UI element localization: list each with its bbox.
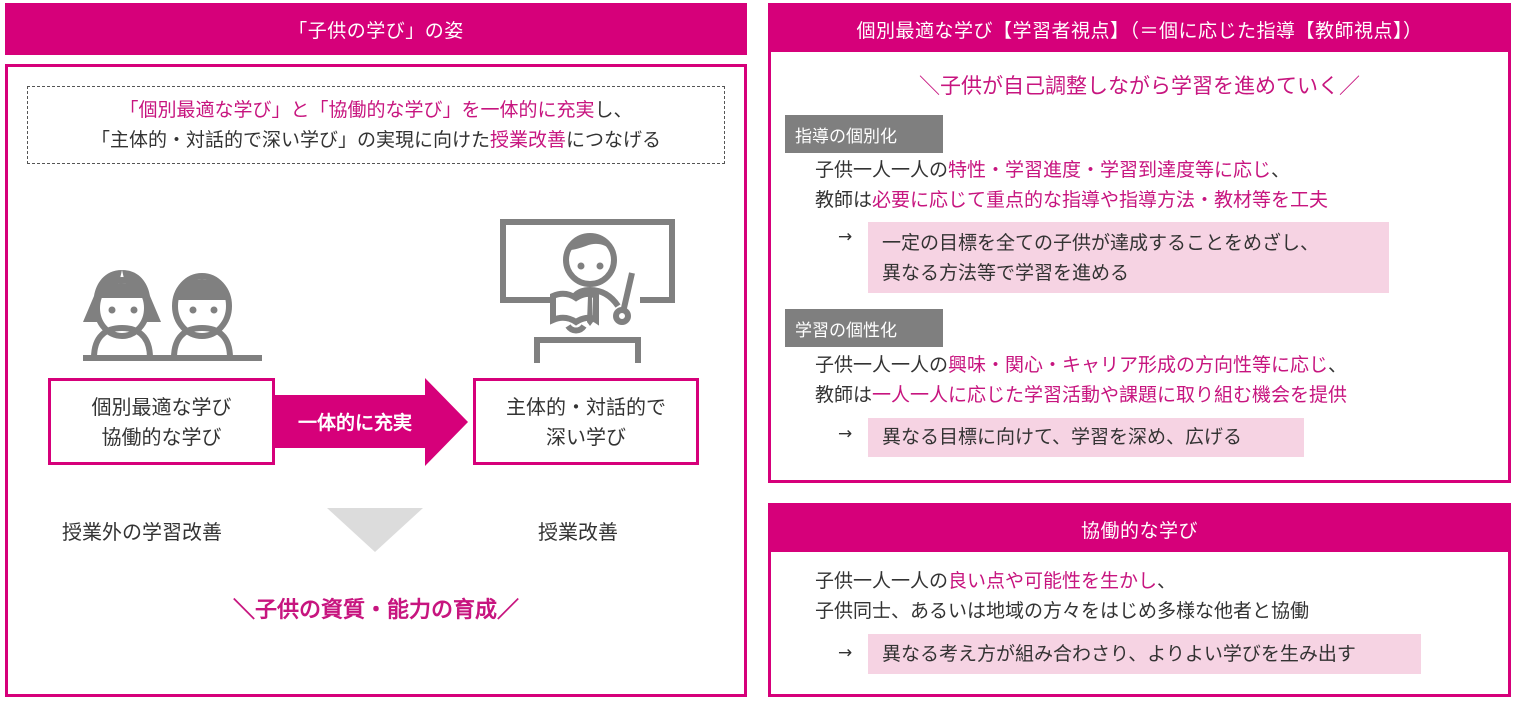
down-triangle-icon	[327, 508, 423, 552]
c-line-2: 子供同士、あるいは地域の方々をはじめ多様な他者と協働	[815, 596, 1309, 626]
text: 子供同士、あるいは地域の方々をはじめ多様な他者と協働	[815, 600, 1310, 622]
s1-line-2: 教師は必要に応じて重点的な指導や指導方法・教材等を工夫	[815, 185, 1328, 215]
arrow-label: 一体的に充実	[297, 412, 412, 434]
highlighted-text: 良い点や可能性を生かし	[948, 570, 1158, 592]
self-regulation-catchphrase: ＼子供が自己調整しながら学習を進めていく／	[919, 74, 1360, 98]
text: 「主体的・対話的で深い学び」の実現に向けた	[90, 129, 490, 151]
teacher-at-blackboard-icon	[500, 219, 675, 363]
summary-line-2: 「主体的・対話的で深い学び」の実現に向けた授業改善につなげる	[28, 125, 724, 155]
individualized-instruction-text: 子供一人一人の特性・学習進度・学習到達度等に応じ、 教師は必要に応じて重点的な指…	[815, 155, 1328, 215]
s2-line-1: 子供一人一人の興味・関心・キャリア形成の方向性等に応じ、	[815, 350, 1347, 380]
highlighted-text: 特性・学習進度・学習到達度等に応じ	[948, 159, 1272, 181]
text: 、	[1271, 159, 1291, 181]
collaborative-learning-label: 協働的な学び	[101, 424, 222, 449]
text: 子供一人一人の	[815, 159, 949, 181]
summary-line-1: 「個別最適な学び」と「協働的な学び」を一体的に充実し、	[28, 95, 724, 125]
collaborative-learning-header: 協働的な学び	[768, 503, 1511, 555]
deep-learning-line2: 深い学び	[546, 424, 626, 449]
summary-dashed-box: 「個別最適な学び」と「協働的な学び」を一体的に充実し、 「主体的・対話的で深い学…	[27, 86, 725, 164]
outside-class-label: 授業外の学習改善	[62, 520, 222, 544]
class-improvement-label: 授業改善	[538, 520, 618, 544]
highlighted-text: 必要に応じて重点的な指導や指導方法・教材等を工夫	[872, 189, 1329, 211]
personalized-learning-text: 子供一人一人の興味・関心・キャリア形成の方向性等に応じ、 教師は一人一人に応じた…	[815, 350, 1347, 410]
left-panel-header: 「子供の学び」の姿	[5, 3, 747, 55]
collaborative-learning-title: 協働的な学び	[1080, 519, 1198, 542]
individual-learning-header: 個別最適な学び【学習者視点】（＝個に応じた指導【教師視点】）	[768, 3, 1511, 55]
deep-learning-box: 主体的・対話的で 深い学び	[473, 378, 699, 465]
badge-personalized-learning: 学習の個性化	[785, 309, 943, 347]
text: 子供一人一人の	[815, 354, 949, 376]
individual-learning-title: 個別最適な学び【学習者視点】（＝個に応じた指導【教師視点】）	[856, 19, 1423, 42]
text: 、	[1157, 570, 1177, 592]
badge-individualized-instruction: 指導の個別化	[785, 115, 943, 153]
text: し、	[594, 99, 633, 121]
collaborative-learning-text: 子供一人一人の良い点や可能性を生かし、 子供同士、あるいは地域の方々をはじめ多様…	[815, 566, 1309, 626]
individual-collaborative-box: 個別最適な学び 協働的な学び	[48, 378, 275, 465]
text: 教師は	[815, 189, 873, 211]
text: 、	[1328, 354, 1348, 376]
highlighted-text: 一人一人に応じた学習活動や課題に取り組む機会を提供	[872, 384, 1348, 406]
left-panel-title: 「子供の学び」の姿	[288, 19, 464, 42]
highlighted-text: 興味・関心・キャリア形成の方向性等に応じ	[948, 354, 1329, 376]
s2-arrow-icon: →	[838, 424, 853, 444]
deep-learning-line1: 主体的・対話的で	[506, 394, 666, 419]
highlighted-text: 授業改善	[489, 129, 566, 151]
s2-line-2: 教師は一人一人に応じた学習活動や課題に取り組む機会を提供	[815, 380, 1347, 410]
text: 教師は	[815, 384, 873, 406]
text: につなげる	[566, 129, 662, 151]
s2-result-box: 異なる目標に向けて、学習を深め、広げる	[868, 418, 1304, 457]
s1-arrow-icon: →	[838, 227, 853, 247]
c-arrow-icon: →	[838, 643, 853, 663]
s1-result-box: 一定の目標を全ての子供が達成することをめざし、 異なる方法等で学習を進める	[868, 222, 1389, 293]
text: 子供一人一人の	[815, 570, 949, 592]
s1-line-1: 子供一人一人の特性・学習進度・学習到達度等に応じ、	[815, 155, 1328, 185]
c-line-1: 子供一人一人の良い点や可能性を生かし、	[815, 566, 1309, 596]
two-students-icon	[83, 270, 262, 361]
highlighted-text: 「個別最適な学び」と「協働的な学び」を一体的に充実	[119, 99, 595, 121]
individual-learning-label: 個別最適な学び	[91, 394, 232, 419]
right-arrow-icon	[275, 378, 468, 466]
c-result-box: 異なる考え方が組み合わさり、よりよい学びを生み出す	[868, 634, 1421, 674]
competency-catchphrase: ＼子供の資質・能力の育成／	[232, 598, 519, 623]
